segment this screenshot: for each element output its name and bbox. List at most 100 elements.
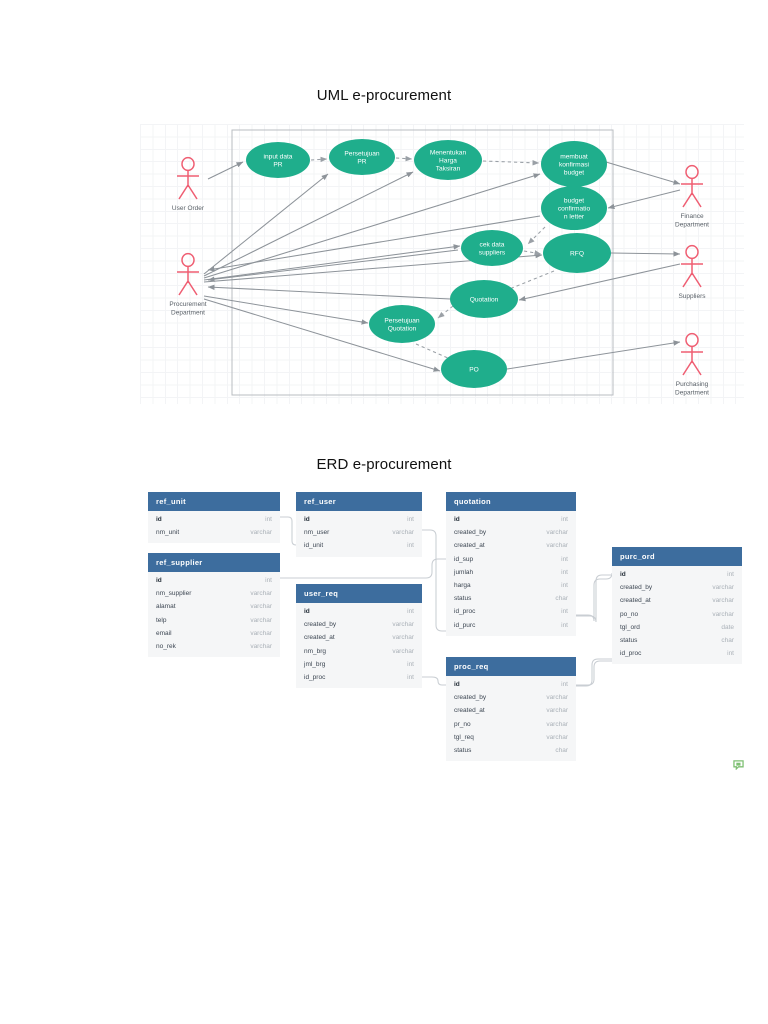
erd-field-type: int [407, 608, 414, 616]
erd-field-name: created_by [620, 584, 653, 592]
erd-relationship-connectors [280, 516, 613, 687]
actor-head [685, 332, 699, 348]
erd-field-name: id [156, 577, 162, 585]
erd-field-type: varchar [250, 529, 272, 537]
erd-field-name: id_proc [620, 650, 642, 658]
erd-field-name: status [454, 595, 472, 603]
uml-section-title: UML e-procurement [316, 87, 452, 104]
erd-field-name: email [156, 629, 172, 637]
erd-field-name: created_by [454, 694, 487, 702]
erd-table-header: purc_ord [612, 547, 742, 566]
erd-field-type: varchar [392, 647, 414, 655]
use-case-po[interactable]: PO [441, 350, 507, 388]
erd-field-name: id [454, 516, 460, 524]
erd-field-name: alamat [156, 603, 176, 611]
use-case-ellipse [414, 140, 482, 180]
erd-table-header: user_req [296, 584, 422, 603]
erd-field-type: char [721, 637, 734, 645]
use-case-quotation[interactable]: Quotation [450, 280, 518, 318]
erd-field-name: created_by [454, 529, 487, 537]
erd-table-header: ref_unit [148, 492, 280, 511]
erd-field-type: int [561, 568, 568, 576]
actor-head [181, 156, 195, 172]
use-case-ellipse [541, 186, 607, 230]
use-case-ellipse [450, 280, 518, 318]
actor-user-order[interactable]: User Order [172, 156, 205, 212]
erd-field-type: int [265, 516, 272, 524]
erd-field-row: id int [148, 574, 280, 587]
erd-field-name: id_sup [454, 555, 474, 563]
erd-field-name: pr_no [454, 720, 471, 728]
actor-suppliers[interactable]: Suppliers [678, 244, 706, 300]
erd-field-type: varchar [712, 597, 734, 605]
erd-field-type: varchar [250, 590, 272, 598]
use-case-rfq[interactable]: RFQ [543, 233, 611, 273]
actor-head [685, 164, 699, 180]
erd-field-type: varchar [546, 529, 568, 537]
use-case-ellipse [369, 305, 435, 343]
erd-field-type: int [561, 608, 568, 616]
use-case-label: Quotation [470, 296, 499, 303]
erd-field-name: id [304, 516, 310, 524]
erd-field-type: varchar [250, 643, 272, 651]
erd-field-type: int [561, 582, 568, 590]
actor-right-connections [506, 161, 681, 370]
use-case-ellipse [541, 141, 607, 187]
actor-head [685, 244, 699, 260]
erd-field-type: int [561, 621, 568, 629]
erd-field-name: created_at [454, 542, 485, 550]
comment-icon[interactable] [733, 760, 744, 770]
erd-field-name: id [156, 516, 162, 524]
erd-field-type: int [407, 660, 414, 668]
actor-body [177, 171, 199, 200]
erd-field-row: created_by varchar [446, 526, 576, 539]
use-case-label: PO [469, 366, 479, 373]
erd-field-type: int [265, 577, 272, 585]
actor-label: Suppliers [678, 293, 706, 300]
actor-body [177, 267, 199, 296]
